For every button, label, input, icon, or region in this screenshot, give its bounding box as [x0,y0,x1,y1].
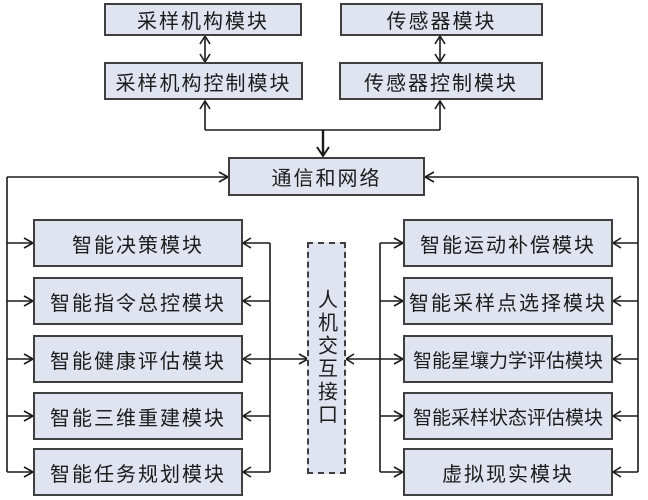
box-intelligent-health-assessment-module: 智能健康评估模块 [33,335,243,383]
hmi-left-bidirectional-arrow [241,353,310,365]
box-intelligent-decision-module: 智能决策模块 [33,219,243,267]
left-inner-bus [241,237,271,478]
hmi-label: 人机交互接口 [314,289,339,427]
box-intelligent-sampling-status-assessment-module: 智能采样状态评估模块 [403,392,613,440]
box-intelligent-task-planning-module: 智能任务规划模块 [33,448,243,496]
box-communication-network: 通信和网络 [228,157,425,196]
merge-connector [199,99,446,158]
box-intelligent-soil-mechanics-assessment-module: 智能星壤力学评估模块 [403,335,613,383]
box-sampling-mechanism-module: 采样机构模块 [104,3,302,36]
box-intelligent-command-control-module: 智能指令总控模块 [33,277,243,325]
box-intelligent-3d-reconstruction-module: 智能三维重建模块 [33,392,243,440]
box-intelligent-motion-compensation-module: 智能运动补偿模块 [403,219,613,267]
hmi-right-bidirectional-arrow [344,353,405,365]
box-virtual-reality-module: 虚拟现实模块 [403,448,613,496]
box-sensor-control-module: 传感器控制模块 [339,62,543,100]
right-outer-bus [423,171,639,478]
top-bidirectional-arrows [199,34,446,64]
box-intelligent-sampling-point-selection-module: 智能采样点选择模块 [403,277,613,325]
box-sensor-module: 传感器模块 [340,3,543,36]
box-human-machine-interface: 人机交互接口 [307,242,346,474]
box-sampling-mechanism-control-module: 采样机构控制模块 [104,62,303,100]
